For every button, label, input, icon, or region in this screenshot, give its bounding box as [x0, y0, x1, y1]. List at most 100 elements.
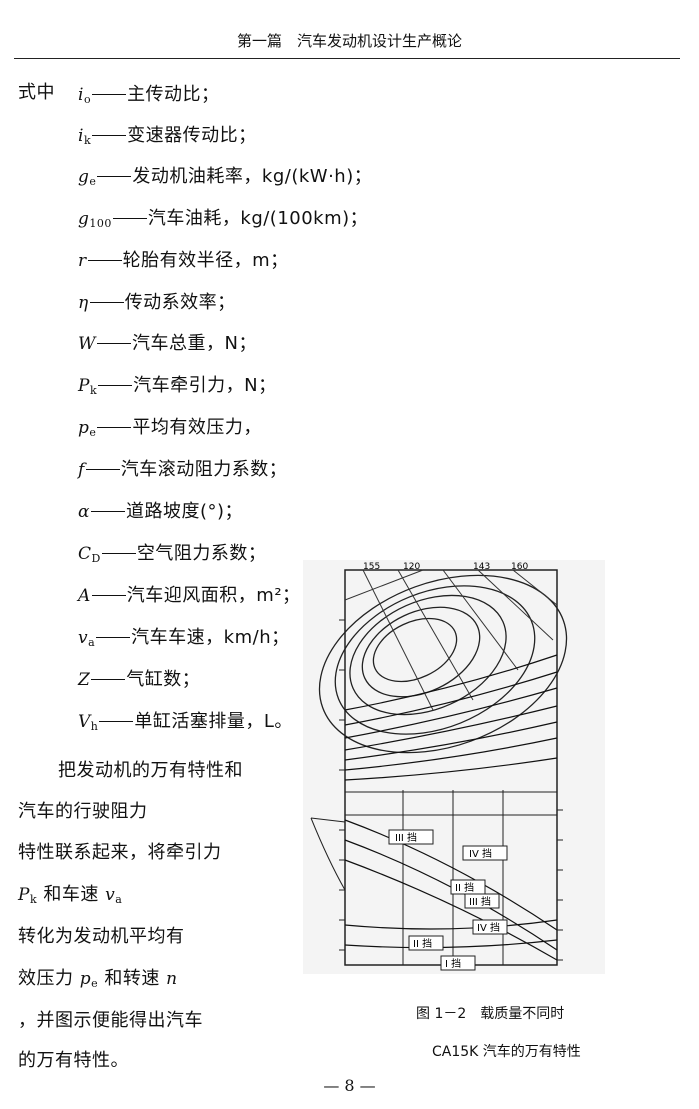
paragraph-text: 和转速 — [104, 968, 160, 989]
definition-subscript: h — [90, 720, 99, 733]
gear-label-box — [462, 845, 508, 861]
definition-text: 发动机油耗率，kg/(kW·h)； — [132, 166, 373, 187]
paragraph-line-1: 把发动机的万有特性和 — [58, 760, 243, 781]
definition-subscript: k — [83, 134, 92, 147]
definition-text: 气缸数； — [126, 669, 201, 690]
figure-caption-line-1: 图 1－2 载质量不同时 — [416, 1006, 565, 1022]
em-dash-rule — [91, 679, 126, 680]
symbol-n: n — [166, 969, 178, 989]
figure-caption-line-2: CA15K 汽车的万有特性 — [432, 1044, 581, 1060]
definition-text: 汽车油耗，kg/(100km)； — [147, 208, 369, 229]
axis-ticks — [339, 619, 563, 961]
definition-text: 汽车迎风面积，m²； — [126, 585, 301, 606]
definition-symbol: V — [78, 712, 91, 732]
header-rule — [14, 58, 680, 59]
paragraph-line-5: 转化为发动机平均有 — [18, 926, 185, 947]
definition-symbol: r — [78, 251, 87, 271]
definition-symbol: W — [78, 334, 96, 354]
gear-label-box — [464, 893, 500, 909]
definition-row: Z 气缸数； — [78, 665, 200, 691]
gear-label-box — [388, 829, 434, 845]
definition-symbol: i — [78, 126, 84, 146]
definition-text: 变速器传动比； — [127, 125, 257, 146]
load-curves — [344, 654, 558, 781]
gear-label: II 挡 — [455, 881, 474, 894]
gear-label: I 挡 — [445, 957, 461, 970]
paragraph-line-2: 汽车的行驶阻力 — [18, 801, 148, 822]
definition-text: 汽车总重，N； — [131, 333, 257, 354]
definition-subscript: a — [88, 636, 96, 649]
em-dash-rule — [112, 218, 147, 219]
gear-label: III 挡 — [395, 831, 417, 844]
definition-symbol: f — [78, 460, 85, 480]
paragraph-line-8: 的万有特性。 — [18, 1050, 129, 1071]
definition-text: 空气阻力系数； — [136, 543, 267, 564]
em-dash-rule — [89, 302, 124, 303]
gear-labels: III 挡 IV 挡 II 挡 III 挡 IV 挡 II 挡 I 挡 — [388, 829, 508, 971]
definition-symbol: η — [78, 293, 89, 313]
em-dash-rule — [97, 176, 132, 177]
gear-label: II 挡 — [413, 937, 432, 950]
definition-text: 轮胎有效半径，m； — [122, 250, 289, 271]
page-number: — 8 — — [323, 1076, 376, 1095]
definition-row: η 传动系效率； — [78, 288, 236, 314]
definition-text: 单缸活塞排量，L。 — [134, 711, 293, 732]
gear-label-box — [408, 935, 444, 951]
efficiency-contours — [318, 574, 568, 754]
figure-universal-characteristic: III 挡 IV 挡 II 挡 III 挡 IV 挡 II 挡 I 挡 155 … — [303, 560, 605, 974]
speed-gridlines — [345, 790, 557, 965]
em-dash-rule — [101, 553, 136, 554]
definition-symbol: Z — [78, 670, 91, 690]
definition-symbol: p — [78, 418, 90, 438]
paragraph-line-4: Pk 和车速 va — [18, 880, 122, 906]
paragraph-line-7: ，并图示便能得出汽车 — [18, 1010, 203, 1031]
left-inset — [310, 817, 346, 891]
symbol-subscript: e — [91, 977, 99, 990]
top-labels: 155 120 143 160 — [363, 562, 528, 572]
definition-text: 汽车滚动阻力系数； — [120, 459, 288, 480]
gear-label-box — [472, 919, 508, 935]
em-dash-rule — [87, 260, 122, 261]
definition-subscript: o — [83, 93, 92, 106]
definition-row: A 汽车迎风面积，m²； — [78, 581, 301, 607]
paragraph-line-3: 特性联系起来，将牵引力 — [18, 842, 222, 863]
definition-row: r 轮胎有效半径，m； — [78, 246, 289, 272]
definition-symbol: g — [78, 167, 90, 187]
constant-power-lines — [344, 569, 558, 711]
symbol-P: P — [18, 885, 30, 905]
definition-symbol: A — [78, 586, 91, 606]
definition-symbol: P — [78, 376, 90, 396]
definition-text: 道路坡度(°)； — [125, 501, 244, 522]
definition-subscript: k — [89, 384, 98, 397]
running-header: 第一篇 汽车发动机设计生产概论 — [236, 32, 462, 50]
gear-label: IV 挡 — [469, 847, 492, 860]
top-label: 143 — [473, 562, 490, 572]
definition-text: 传动系效率； — [124, 292, 236, 313]
definition-symbol: α — [78, 502, 90, 522]
definition-row: io 主传动比； — [78, 80, 220, 106]
definition-text: 主传动比； — [127, 84, 220, 105]
top-label: 160 — [511, 562, 528, 572]
definition-text: 平均有效压力， — [132, 417, 262, 438]
em-dash-rule — [97, 427, 132, 428]
symbol-v: v — [105, 885, 116, 905]
gear-label-box — [440, 955, 476, 971]
figure-background — [303, 560, 605, 974]
definition-subscript: D — [91, 552, 101, 565]
top-label: 120 — [403, 562, 420, 572]
symbol-p: p — [79, 969, 92, 989]
definition-text: 汽车车速，km/h； — [131, 627, 290, 648]
gear-label: III 挡 — [469, 895, 491, 908]
symbol-subscript: k — [29, 893, 38, 906]
em-dash-rule — [90, 511, 125, 512]
em-dash-rule — [96, 343, 131, 344]
definition-symbol: i — [78, 85, 84, 105]
top-label: 155 — [363, 562, 380, 572]
em-dash-rule — [99, 721, 134, 722]
symbol-subscript: a — [115, 893, 123, 906]
definition-row: α 道路坡度(°)； — [78, 497, 243, 523]
